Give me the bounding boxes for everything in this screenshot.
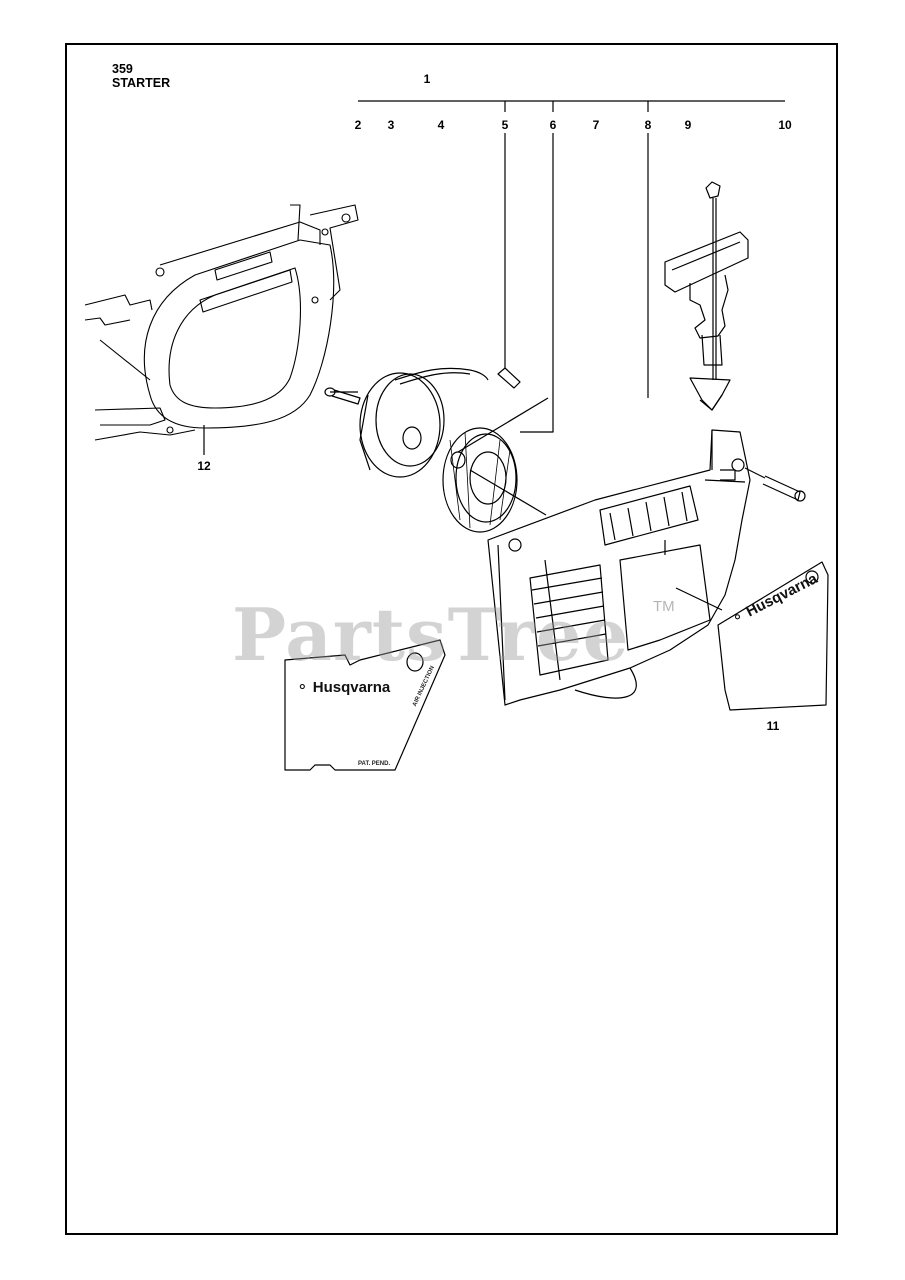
pat-pend-label: PAT. PEND. [358, 761, 391, 767]
callout-4[interactable]: 4 [437, 118, 445, 132]
spring-screw-part-5 [497, 367, 521, 389]
recoil-spring-part-6 [442, 427, 518, 533]
brand-decal-left: ⚬ Husqvarna [296, 678, 390, 696]
callout-10[interactable]: 10 [778, 118, 792, 132]
husqvarna-logo-icon: ⚬ [296, 679, 313, 696]
screw-part-10 [744, 467, 806, 502]
callout-6[interactable]: 6 [549, 118, 557, 132]
callout-11[interactable]: 11 [766, 719, 780, 733]
callout-3[interactable]: 3 [387, 118, 395, 132]
starter-housing-part [84, 204, 359, 441]
callout-7[interactable]: 7 [592, 118, 600, 132]
callout-2[interactable]: 2 [354, 118, 362, 132]
starter-cover-part-8 [487, 429, 751, 706]
screw-part-2 [324, 387, 361, 405]
brand-text-left: Husqvarna [312, 679, 391, 696]
callout-9[interactable]: 9 [684, 118, 692, 132]
callout-12[interactable]: 12 [197, 459, 211, 473]
decal-part-11 [717, 561, 829, 711]
section-title: STARTER [112, 76, 171, 90]
callout-8[interactable]: 8 [644, 118, 652, 132]
title-block: 359 STARTER [112, 62, 170, 90]
model-number: 359 [112, 62, 133, 76]
rope-pulley-part [359, 367, 489, 478]
callout-5[interactable]: 5 [501, 118, 509, 132]
callout-1[interactable]: 1 [423, 72, 431, 86]
watermark: PartsTree [232, 592, 630, 677]
starter-handle-part [664, 181, 749, 411]
decal-part-left [284, 639, 446, 771]
watermark-tm: TM [653, 598, 675, 615]
diagram-frame [65, 43, 838, 1235]
leader-line-6 [520, 133, 554, 433]
